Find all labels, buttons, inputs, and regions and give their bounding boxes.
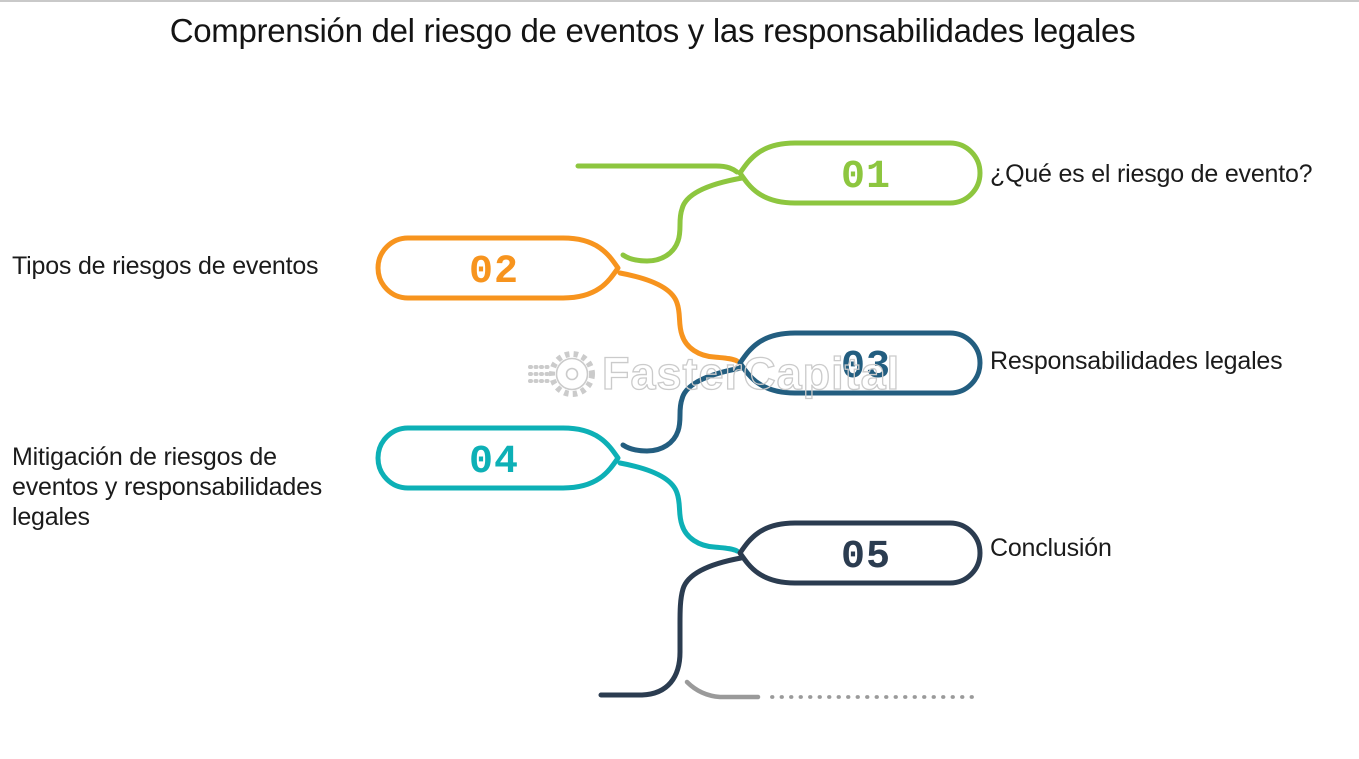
page-title: Comprensión del riesgo de eventos y las … — [169, 12, 1136, 49]
screen-top-edge — [0, 0, 1359, 2]
step-01-label: ¿Qué es el riesgo de evento? — [990, 160, 1313, 188]
pill-01-shape — [737, 140, 983, 206]
pill-04-shape — [375, 425, 621, 491]
pill-05-shape — [737, 520, 983, 586]
tail-solid — [684, 679, 761, 700]
connector-04-05 — [617, 460, 740, 554]
step-02-label: Tipos de riesgos de eventos — [12, 252, 319, 280]
pill-01-number: 01 — [841, 155, 891, 200]
step-03-label: Responsabilidades legales — [990, 347, 1283, 375]
pill-03-number: 03 — [841, 345, 891, 390]
connector-02-03 — [617, 270, 740, 364]
pill-04-number: 04 — [469, 440, 519, 485]
pill-02-number: 02 — [469, 250, 519, 295]
step-05-label: Conclusión — [990, 534, 1112, 562]
connector-05-end — [598, 555, 744, 698]
connector-intro — [575, 163, 740, 175]
step-04-label: Mitigación de riesgos de eventos y respo… — [12, 443, 323, 531]
connector-01-02 — [620, 175, 745, 264]
pill-03-shape — [737, 330, 983, 396]
pill-02-shape — [375, 235, 621, 301]
pill-05-number: 05 — [841, 535, 891, 580]
connector-03-04 — [620, 365, 744, 454]
